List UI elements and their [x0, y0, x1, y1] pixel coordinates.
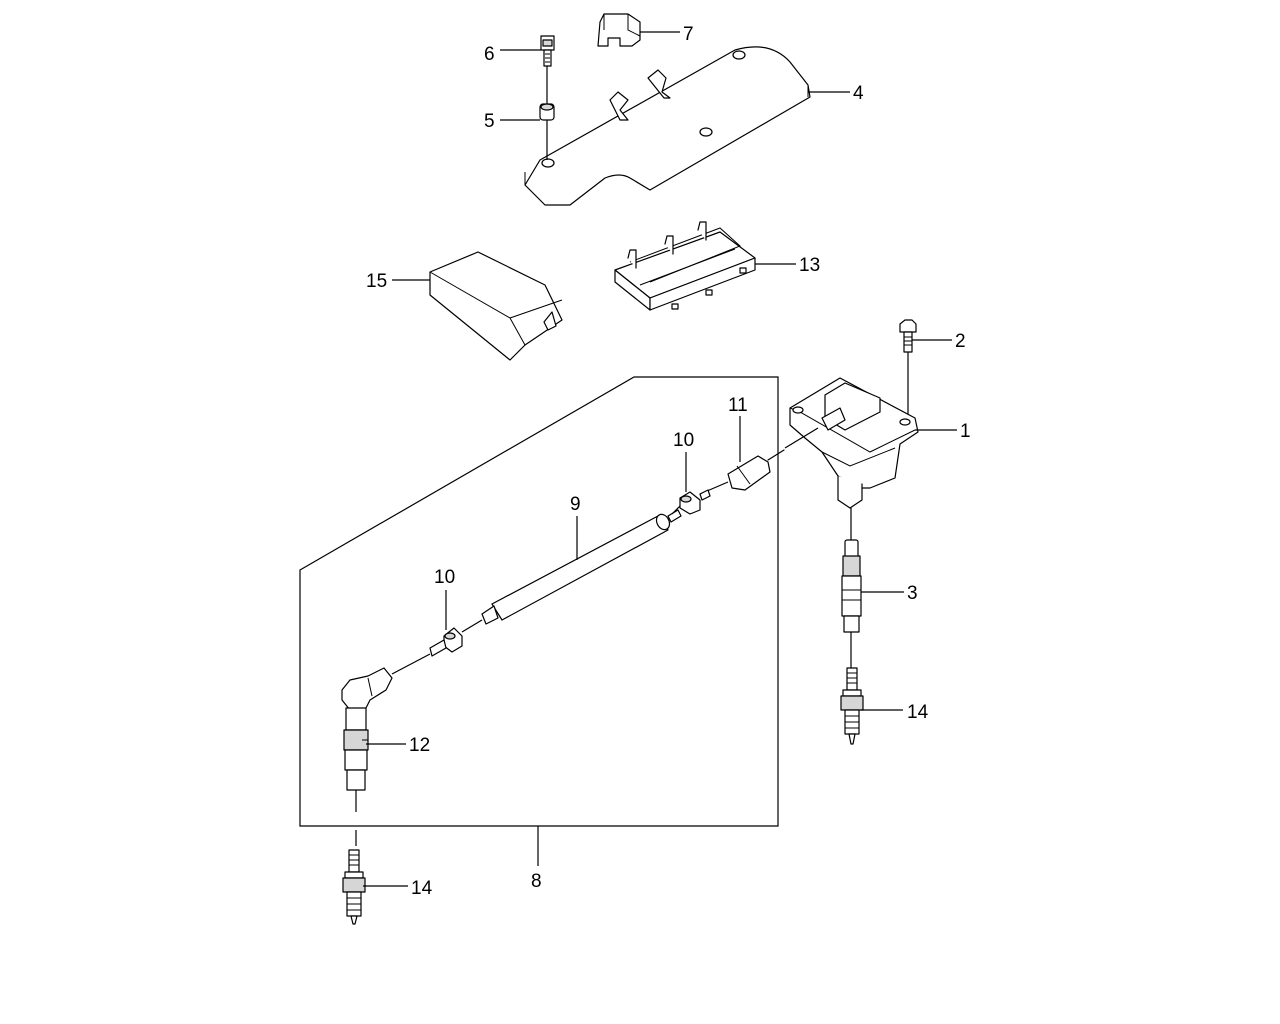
part-14-spark-plug-left	[342, 849, 366, 925]
callout-labels: 1 2 3 4 5 6 7 8 9 10 10 11 12 13 14 14 1…	[366, 24, 971, 899]
callout-3: 3	[907, 583, 918, 604]
callout-12: 12	[409, 735, 430, 756]
callout-14-left: 14	[411, 878, 433, 899]
part-4-cover-plate	[524, 46, 811, 206]
callout-10-upper: 10	[673, 430, 694, 451]
part-14-spark-plug-right	[840, 667, 864, 745]
callout-2: 2	[955, 331, 966, 352]
callout-leaders	[363, 31, 957, 887]
callout-7: 7	[683, 24, 694, 45]
callout-15: 15	[366, 271, 387, 292]
callout-10-lower: 10	[434, 567, 455, 588]
part-10-sleeve-lower	[429, 627, 463, 657]
part-12-plug-connector	[341, 667, 393, 791]
part-7-clip	[597, 13, 641, 47]
callout-13: 13	[799, 255, 820, 276]
part-3-coil-boot	[841, 539, 862, 633]
part-15-cover	[429, 251, 563, 361]
part-1-ignition-coil	[789, 377, 919, 509]
callout-6: 6	[484, 44, 495, 65]
part-13-bracket	[614, 221, 756, 311]
callout-9: 9	[570, 494, 581, 515]
part-10-sleeve-upper	[679, 489, 711, 515]
part-5-grommet	[539, 103, 555, 121]
callout-8: 8	[531, 871, 542, 892]
callout-1: 1	[960, 421, 971, 442]
callout-5: 5	[484, 111, 495, 132]
callout-4: 4	[853, 83, 864, 104]
part-6-bolt	[540, 35, 555, 67]
part-9-wire-tube	[481, 509, 682, 625]
callout-14-right: 14	[907, 702, 929, 723]
part-11-connector	[727, 449, 785, 491]
part-2-bolt	[899, 319, 917, 353]
callout-11: 11	[728, 395, 748, 416]
part-8-wire-set-frame	[299, 376, 779, 827]
